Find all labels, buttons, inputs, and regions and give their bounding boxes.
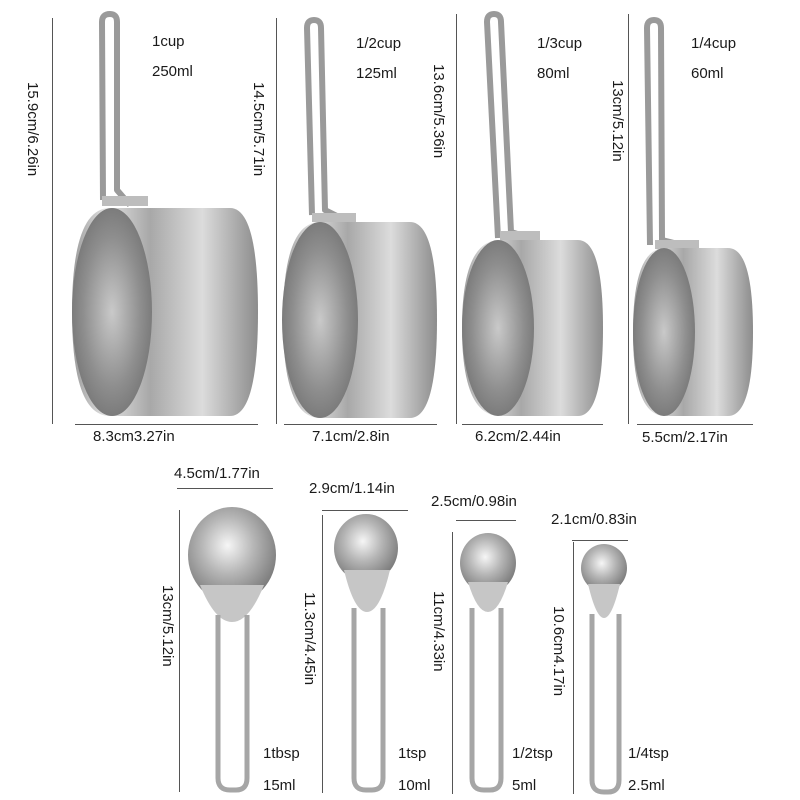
- measuring-spoon-4: [581, 544, 627, 795]
- spoon-1-volume: 15ml: [263, 777, 296, 794]
- spoon-2-volume: 10ml: [398, 777, 431, 794]
- spoon-3-width-label: 2.5cm/0.98in: [431, 493, 517, 510]
- spoon-4-height-guide: [573, 542, 574, 794]
- cup-3-height-label: 13.6cm/5.36in: [430, 64, 447, 159]
- spoon-3-height-label: 11cm/4.33in: [430, 591, 447, 672]
- cup-3-width-label: 6.2cm/2.44in: [475, 428, 561, 445]
- spoon-4-capacity: 1/4tsp: [628, 745, 669, 762]
- spoon-1-height-guide: [179, 510, 180, 792]
- cup-2-capacity: 1/2cup: [356, 35, 402, 52]
- cup-4-width-label: 5.5cm/2.17in: [642, 429, 728, 446]
- spoon-1-width-guide: [177, 488, 273, 489]
- cup-2-height-guide: [276, 18, 277, 424]
- spoon-2-height-guide: [322, 515, 323, 793]
- measuring-cup-3: [462, 11, 603, 416]
- measuring-spoon-3: [460, 533, 516, 793]
- cup-1-capacity: 1cup: [152, 33, 185, 50]
- cup-4-capacity: 1/4cup: [691, 35, 737, 52]
- spoon-3-volume: 5ml: [512, 777, 537, 794]
- measuring-cup-1: [72, 11, 258, 416]
- cup-3-capacity: 1/3cup: [537, 35, 583, 52]
- cup-1-height-guide: [52, 18, 53, 424]
- spoon-2-height-label: 11.3cm/4.45in: [301, 592, 318, 686]
- cup-2-width-label: 7.1cm/2.8in: [312, 428, 390, 445]
- measuring-spoon-1: [188, 507, 276, 793]
- spoon-1-width-label: 4.5cm/1.77in: [174, 465, 260, 482]
- spoon-1-height-label: 13cm/5.12in: [159, 585, 176, 667]
- spoon-3-height-guide: [452, 532, 453, 794]
- cup-1-height-label: 15.9cm/6.26in: [24, 82, 41, 177]
- cup-1-volume: 250ml: [152, 63, 193, 80]
- spoon-3-capacity: 1/2tsp: [512, 745, 553, 762]
- measuring-cup-2: [282, 17, 437, 418]
- cup-1-width-guide: [75, 424, 258, 425]
- cup-2-height-label: 14.5cm/5.71in: [250, 82, 267, 177]
- cup-4-volume: 60ml: [691, 65, 724, 82]
- spoon-4-width-label: 2.1cm/0.83in: [551, 511, 637, 528]
- cup-3-height-guide: [456, 14, 457, 424]
- cup-3-volume: 80ml: [537, 65, 570, 82]
- cup-3-width-guide: [462, 424, 603, 425]
- spoon-4-width-guide: [572, 540, 628, 541]
- cup-4-height-guide: [628, 14, 629, 424]
- spoon-4-height-label: 10.6cm4.17in: [550, 606, 567, 697]
- measuring-spoon-2: [334, 514, 398, 793]
- cup-1-width-label: 8.3cm3.27in: [93, 428, 175, 445]
- measuring-cup-4: [633, 17, 753, 416]
- spoon-4-volume: 2.5ml: [628, 777, 665, 794]
- cup-2-width-guide: [284, 424, 437, 425]
- spoon-1-capacity: 1tbsp: [263, 745, 300, 762]
- spoon-2-capacity: 1tsp: [398, 745, 427, 762]
- spoon-3-width-guide: [456, 520, 516, 521]
- cup-4-width-guide: [637, 424, 753, 425]
- cup-2-volume: 125ml: [356, 65, 397, 82]
- spoon-2-width-guide: [322, 510, 408, 511]
- spoon-2-width-label: 2.9cm/1.14in: [309, 480, 395, 497]
- cup-4-height-label: 13cm/5.12in: [609, 80, 626, 162]
